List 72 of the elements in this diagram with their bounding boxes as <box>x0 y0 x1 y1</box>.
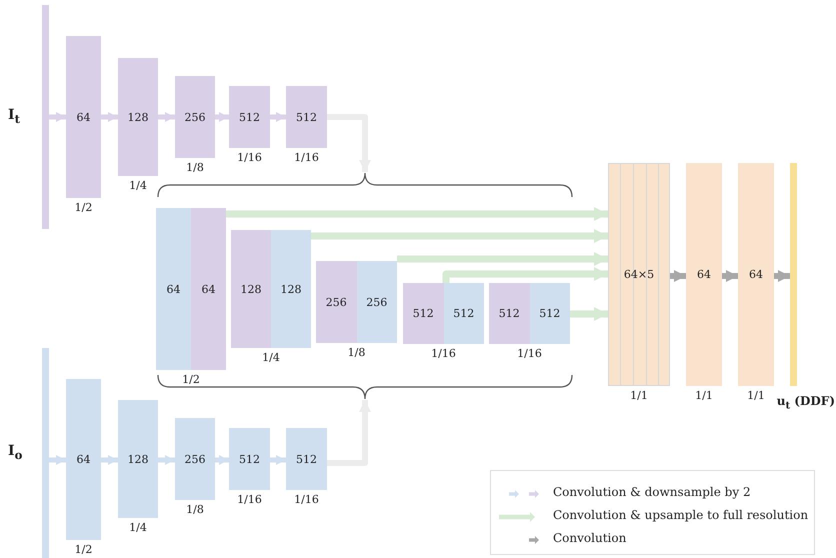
arrow <box>722 270 738 282</box>
scale-label: 1/16 <box>237 151 262 164</box>
scale-label: 1/16 <box>431 347 456 360</box>
feature-map-block: 64 <box>66 379 101 540</box>
input-label: I$_{o}$ <box>8 443 22 462</box>
feature-map-block: 256 <box>175 418 215 500</box>
scale-label: 1/1 <box>747 389 765 402</box>
arrow <box>570 307 608 321</box>
layer-bar <box>42 5 49 229</box>
feature-map-block: 512 <box>229 428 270 490</box>
scale-label: 1/1 <box>695 389 713 402</box>
arrow <box>158 455 175 465</box>
arrow <box>397 252 608 266</box>
feature-map-block: 64×5 <box>608 163 670 386</box>
feature-map-block: 512 <box>286 86 327 148</box>
arrow <box>327 114 371 172</box>
feature-map-block: 128 <box>118 400 158 518</box>
scale-label: 1/4 <box>262 351 280 364</box>
feature-map-block: 256 <box>175 76 215 158</box>
layer-bar <box>42 348 49 558</box>
feature-map-block: 64 <box>156 208 191 370</box>
arrow <box>774 270 790 282</box>
feature-map-block: 256 <box>356 261 397 343</box>
output-label: u$_{t}$ (DDF) <box>776 394 835 412</box>
feature-map-block: 512 <box>530 283 570 344</box>
feature-map-block: 256 <box>316 261 356 343</box>
arrow <box>101 112 118 122</box>
brace <box>157 374 573 400</box>
arrow <box>101 455 118 465</box>
scale-label: 1/1 <box>630 389 648 402</box>
feature-map-block: 512 <box>444 283 484 344</box>
legend-text: Convolution & downsample by 2 <box>553 485 751 499</box>
feature-map-block: 512 <box>489 283 530 344</box>
scale-label: 1/2 <box>74 201 92 214</box>
feature-map-block: 128 <box>231 230 271 348</box>
arrow <box>49 455 66 465</box>
arrow <box>270 455 286 465</box>
arrow <box>215 112 229 122</box>
scale-label: 1/4 <box>129 521 147 534</box>
arrow <box>442 267 608 283</box>
feature-map-block: 128 <box>271 230 311 348</box>
arrow <box>270 112 286 122</box>
arrow <box>327 400 371 466</box>
scale-label: 1/8 <box>186 503 204 516</box>
brace <box>157 172 573 198</box>
scale-label: 1/16 <box>294 493 319 506</box>
output-bar <box>790 163 797 386</box>
arrow <box>670 270 686 282</box>
scale-label: 1/16 <box>237 493 262 506</box>
arrow <box>49 112 66 122</box>
feature-map-block: 128 <box>118 58 158 176</box>
arrow <box>311 229 608 243</box>
legend-text: Convolution & upsample to full resolution <box>553 508 808 522</box>
feature-map-block: 64 <box>66 36 101 198</box>
feature-map-block: 64 <box>686 163 722 386</box>
scale-label: 1/4 <box>129 179 147 192</box>
arrow <box>158 112 175 122</box>
input-label: I$_{t}$ <box>8 107 20 126</box>
scale-label: 1/16 <box>517 347 542 360</box>
scale-label: 1/8 <box>186 161 204 174</box>
feature-map-block: 512 <box>229 86 270 148</box>
legend-text: Convolution <box>553 531 626 545</box>
scale-label: 1/2 <box>74 543 92 556</box>
scale-label: 1/2 <box>182 373 200 386</box>
feature-map-block: 512 <box>286 428 327 490</box>
feature-map-block: 64 <box>191 208 226 370</box>
scale-label: 1/16 <box>294 151 319 164</box>
arrow <box>215 455 229 465</box>
scale-label: 1/8 <box>348 346 366 359</box>
feature-map-block: 512 <box>403 283 444 344</box>
feature-map-block: 64 <box>738 163 774 386</box>
arrow <box>226 207 608 221</box>
